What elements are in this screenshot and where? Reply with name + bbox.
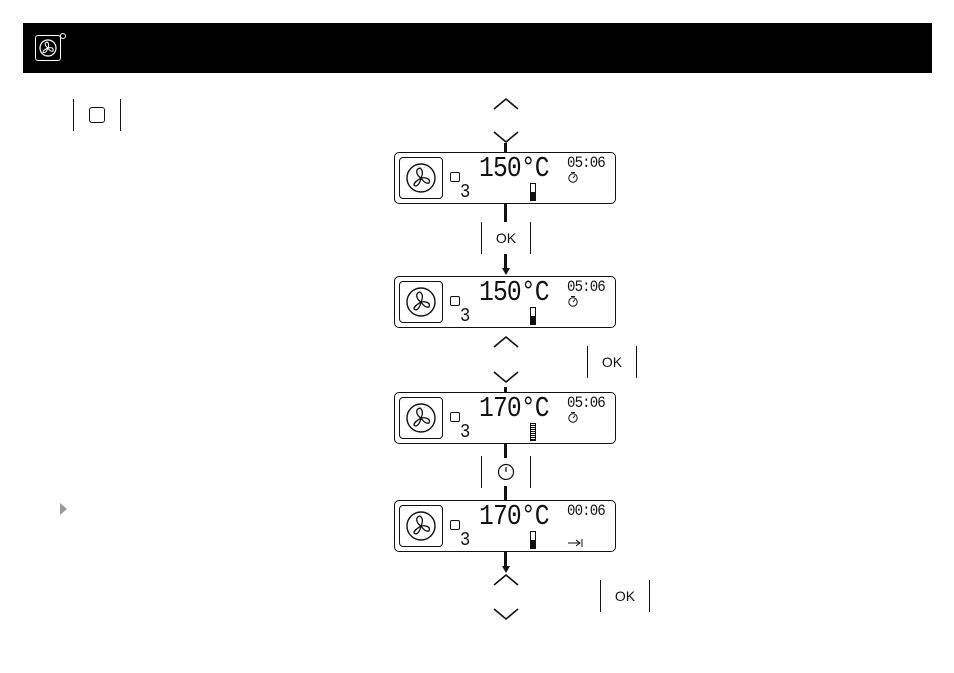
time-readout: 00:06 bbox=[567, 502, 605, 520]
function-indicator bbox=[450, 412, 460, 422]
temperature-readout: 150°C bbox=[479, 277, 549, 309]
square-icon bbox=[89, 107, 105, 123]
heat-gauge bbox=[530, 183, 536, 201]
time-readout: 05:06 bbox=[567, 394, 605, 412]
end-time-icon bbox=[567, 538, 583, 548]
shelf-level: 3 bbox=[460, 183, 470, 202]
fan-icon bbox=[35, 35, 61, 61]
oven-display: 3 170°C 05:06 bbox=[394, 392, 616, 444]
pointer-icon bbox=[60, 503, 67, 515]
shelf-level: 3 bbox=[460, 531, 470, 550]
chevron-down-icon[interactable] bbox=[493, 370, 519, 384]
fan-icon bbox=[399, 397, 443, 439]
temperature-readout: 170°C bbox=[479, 501, 549, 533]
oven-display: 3 170°C 00:06 bbox=[394, 500, 616, 552]
chevron-up-icon[interactable] bbox=[493, 573, 519, 587]
fan-icon bbox=[399, 281, 443, 323]
timer-icon bbox=[567, 295, 579, 307]
chevron-up-icon[interactable] bbox=[493, 97, 519, 111]
ok-label: OK bbox=[496, 230, 516, 246]
function-indicator bbox=[450, 296, 460, 306]
connector-line bbox=[504, 552, 507, 567]
heat-gauge bbox=[530, 531, 536, 549]
function-indicator bbox=[450, 520, 460, 530]
connector-line bbox=[504, 254, 507, 268]
oven-display: 3 150°C 05:06 bbox=[394, 152, 616, 204]
oven-display: 3 150°C 05:06 bbox=[394, 276, 616, 328]
clock-button[interactable] bbox=[481, 456, 531, 488]
chevron-down-icon[interactable] bbox=[493, 607, 519, 621]
arrow-down-icon bbox=[502, 566, 510, 573]
timer-icon bbox=[567, 411, 579, 423]
temperature-readout: 170°C bbox=[479, 393, 549, 425]
degree-icon bbox=[60, 33, 66, 39]
fan-icon bbox=[399, 157, 443, 199]
connector-line bbox=[504, 486, 507, 500]
clock-icon bbox=[497, 463, 515, 481]
heat-gauge bbox=[530, 307, 536, 325]
fan-icon bbox=[399, 505, 443, 547]
temperature-readout: 150°C bbox=[479, 153, 549, 185]
time-readout: 05:06 bbox=[567, 154, 605, 172]
shelf-level: 3 bbox=[460, 307, 470, 326]
heat-gauge bbox=[530, 423, 536, 441]
chevron-down-icon[interactable] bbox=[493, 130, 519, 144]
chevron-up-icon[interactable] bbox=[493, 335, 519, 349]
ok-button[interactable]: OK bbox=[481, 222, 531, 254]
timer-icon bbox=[567, 171, 579, 183]
function-indicator bbox=[450, 172, 460, 182]
connector-line bbox=[504, 143, 507, 152]
header-bar bbox=[23, 23, 932, 73]
time-readout: 05:06 bbox=[567, 278, 605, 296]
connector-line bbox=[504, 204, 507, 222]
function-key[interactable] bbox=[73, 99, 121, 131]
ok-label: OK bbox=[602, 354, 622, 370]
ok-button[interactable]: OK bbox=[587, 346, 637, 378]
ok-label: OK bbox=[615, 588, 635, 604]
ok-button[interactable]: OK bbox=[600, 580, 650, 612]
arrow-down-icon bbox=[502, 268, 510, 275]
shelf-level: 3 bbox=[460, 423, 470, 442]
